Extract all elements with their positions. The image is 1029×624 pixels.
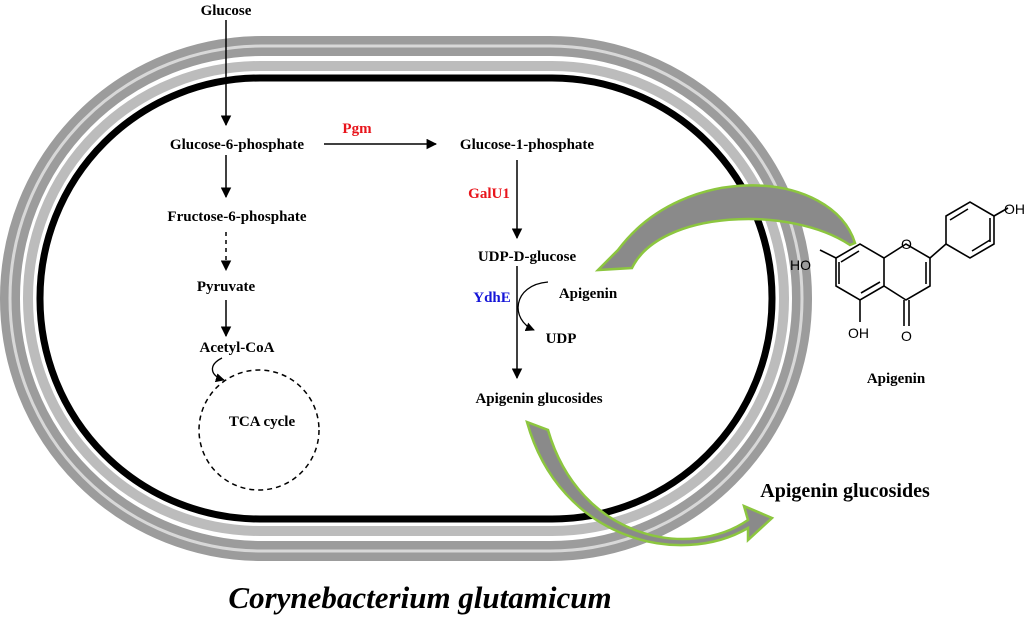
import-arrow xyxy=(594,184,857,272)
label-glucose-6-phosphate: Glucose-6-phosphate xyxy=(170,137,305,153)
label-pyruvate: Pyruvate xyxy=(197,279,256,295)
cell-envelope xyxy=(0,36,812,561)
enzyme-galu1: GalU1 xyxy=(468,186,510,202)
enzyme-ydhe: YdhE xyxy=(473,290,511,306)
tca-cycle-circle xyxy=(198,369,320,491)
label-udp: UDP xyxy=(546,331,577,347)
apigenin-structure xyxy=(819,201,1009,326)
ydhe-side-arrow xyxy=(517,281,549,332)
label-apigenin-glucosides-inside: Apigenin glucosides xyxy=(475,391,602,407)
label-acetyl-coa: Acetyl-CoA xyxy=(200,340,275,356)
export-arrow xyxy=(525,419,775,547)
arrow-acetylcoa-tca xyxy=(211,357,225,383)
enzyme-pgm: Pgm xyxy=(342,121,372,137)
label-fructose-6-phosphate: Fructose-6-phosphate xyxy=(167,209,307,225)
label-glucose-1-phosphate: Glucose-1-phosphate xyxy=(460,137,595,153)
label-apigenin-external: Apigenin xyxy=(867,371,926,387)
label-udp-d-glucose: UDP-D-glucose xyxy=(478,249,577,265)
atom-oh-right: OH xyxy=(1004,201,1025,217)
atom-ring-o: O xyxy=(901,236,912,252)
atom-ho-left: HO xyxy=(790,257,811,273)
atom-oh-bottom: OH xyxy=(848,325,869,341)
atom-carbonyl-o: O xyxy=(901,328,912,344)
label-apigenin-glucosides-exported: Apigenin glucosides xyxy=(760,480,930,502)
species-title: Corynebacterium glutamicum xyxy=(228,580,611,615)
label-glucose: Glucose xyxy=(201,3,252,19)
label-tca-cycle: TCA cycle xyxy=(229,414,296,430)
label-apigenin-substrate: Apigenin xyxy=(559,286,618,302)
